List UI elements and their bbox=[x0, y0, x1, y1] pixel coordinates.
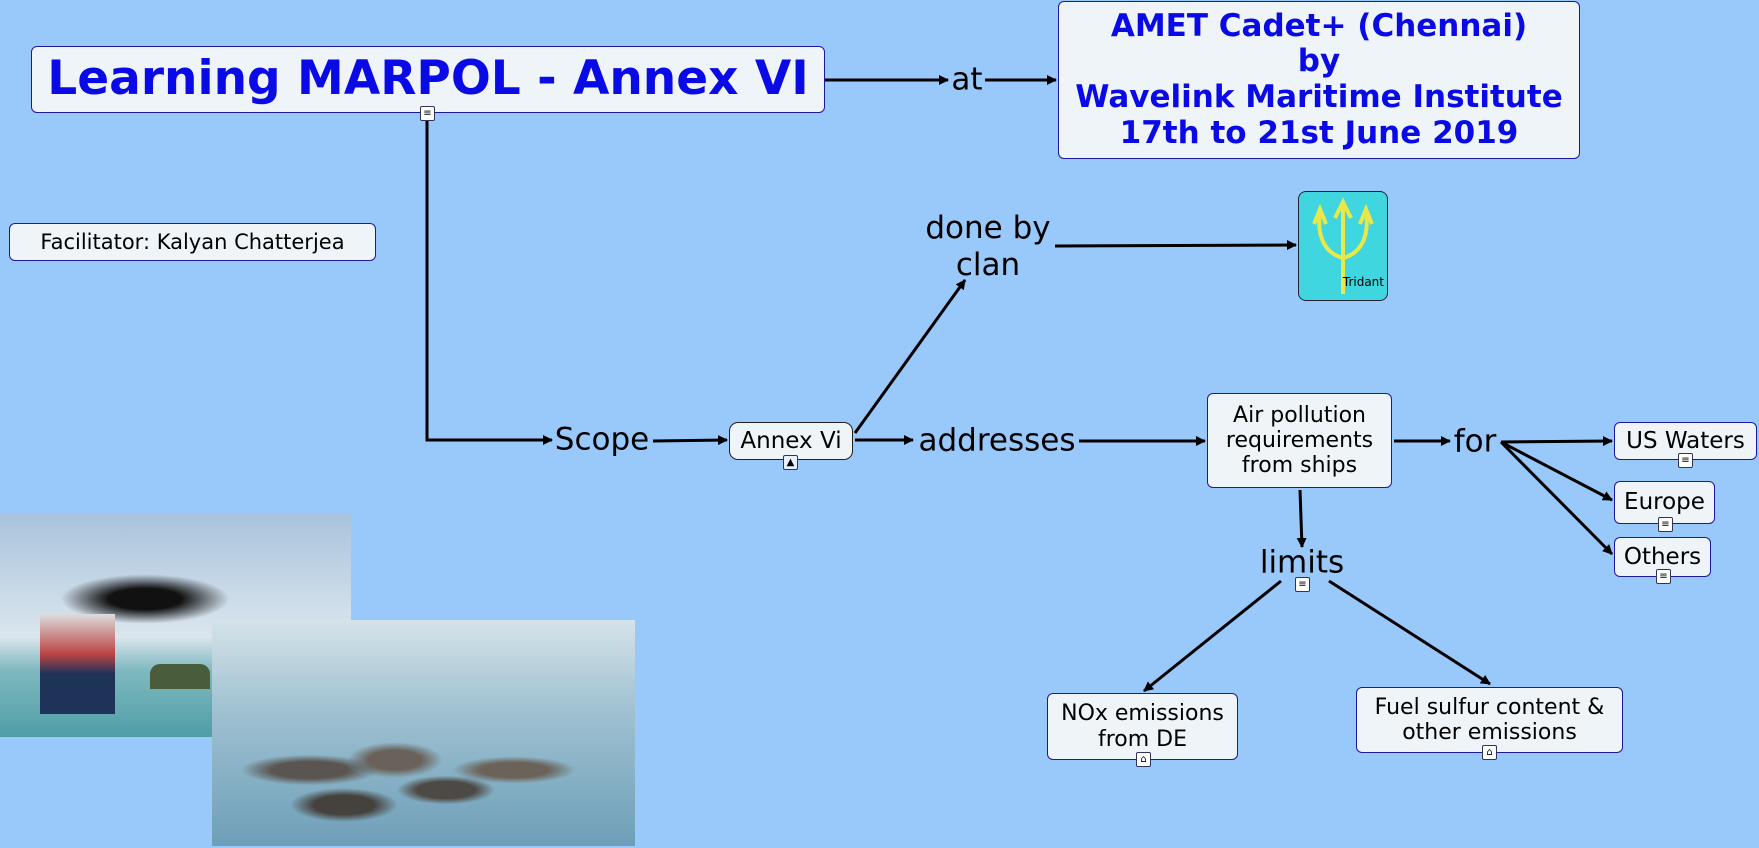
annex-node[interactable]: Annex Vi bbox=[729, 422, 853, 460]
region-text: Europe bbox=[1624, 489, 1705, 516]
link-at: at bbox=[951, 61, 983, 98]
node-line: Fuel sulfur content & bbox=[1374, 694, 1605, 720]
node-line: requirements bbox=[1225, 427, 1374, 453]
facilitator-node[interactable]: Facilitator: Kalyan Chatterjea bbox=[9, 223, 376, 261]
link-text: done by bbox=[925, 209, 1051, 246]
institute-line: by bbox=[1297, 43, 1341, 80]
node-line: from DE bbox=[1097, 726, 1188, 752]
region-others[interactable]: Others bbox=[1614, 537, 1711, 577]
node-line: NOx emissions bbox=[1061, 701, 1224, 727]
link-text: clan bbox=[955, 247, 1021, 283]
annex-text: Annex Vi bbox=[740, 427, 842, 454]
link-resource-icon[interactable]: ⌂ bbox=[1136, 752, 1151, 767]
institute-line: Wavelink Maritime Institute bbox=[1075, 79, 1563, 115]
region-text: US Waters bbox=[1626, 427, 1745, 454]
link-addresses: addresses bbox=[918, 422, 1076, 459]
trident-icon bbox=[1312, 197, 1374, 294]
link-resource-icon[interactable]: ⌂ bbox=[1482, 745, 1497, 760]
trident-image-node[interactable]: Tridant bbox=[1298, 191, 1388, 301]
note-icon[interactable]: ≡ bbox=[420, 106, 435, 121]
nox-node[interactable]: NOx emissions from DE bbox=[1047, 693, 1238, 760]
region-us-waters[interactable]: US Waters bbox=[1614, 422, 1757, 460]
institute-line: 17th to 21st June 2019 bbox=[1119, 114, 1519, 151]
note-icon[interactable]: ≡ bbox=[1295, 577, 1310, 592]
region-europe[interactable]: Europe bbox=[1614, 481, 1715, 524]
link-for: for bbox=[1453, 423, 1497, 460]
rocks-water-image bbox=[212, 620, 635, 846]
image-icon[interactable]: ▲ bbox=[783, 455, 798, 470]
institute-node[interactable]: AMET Cadet+ (Chennai) by Wavelink Mariti… bbox=[1058, 1, 1580, 159]
node-line: Air pollution bbox=[1233, 402, 1366, 428]
note-icon[interactable]: ≡ bbox=[1678, 453, 1693, 468]
title-node[interactable]: Learning MARPOL - Annex VI bbox=[31, 46, 825, 113]
link-scope: Scope bbox=[554, 421, 650, 458]
link-limits: limits bbox=[1259, 544, 1345, 581]
fuel-node[interactable]: Fuel sulfur content & other emissions bbox=[1356, 687, 1623, 753]
air-pollution-node[interactable]: Air pollution requirements from ships bbox=[1207, 393, 1392, 488]
note-icon[interactable]: ≡ bbox=[1656, 569, 1671, 584]
region-text: Others bbox=[1623, 543, 1702, 570]
node-line: other emissions bbox=[1402, 720, 1577, 745]
facilitator-text: Facilitator: Kalyan Chatterjea bbox=[40, 229, 345, 254]
institute-line: AMET Cadet+ (Chennai) bbox=[1110, 7, 1528, 44]
title-text: Learning MARPOL - Annex VI bbox=[47, 51, 809, 107]
trident-label: Tridant bbox=[1342, 275, 1384, 290]
node-line: from ships bbox=[1241, 453, 1358, 479]
note-icon[interactable]: ≡ bbox=[1658, 517, 1673, 532]
